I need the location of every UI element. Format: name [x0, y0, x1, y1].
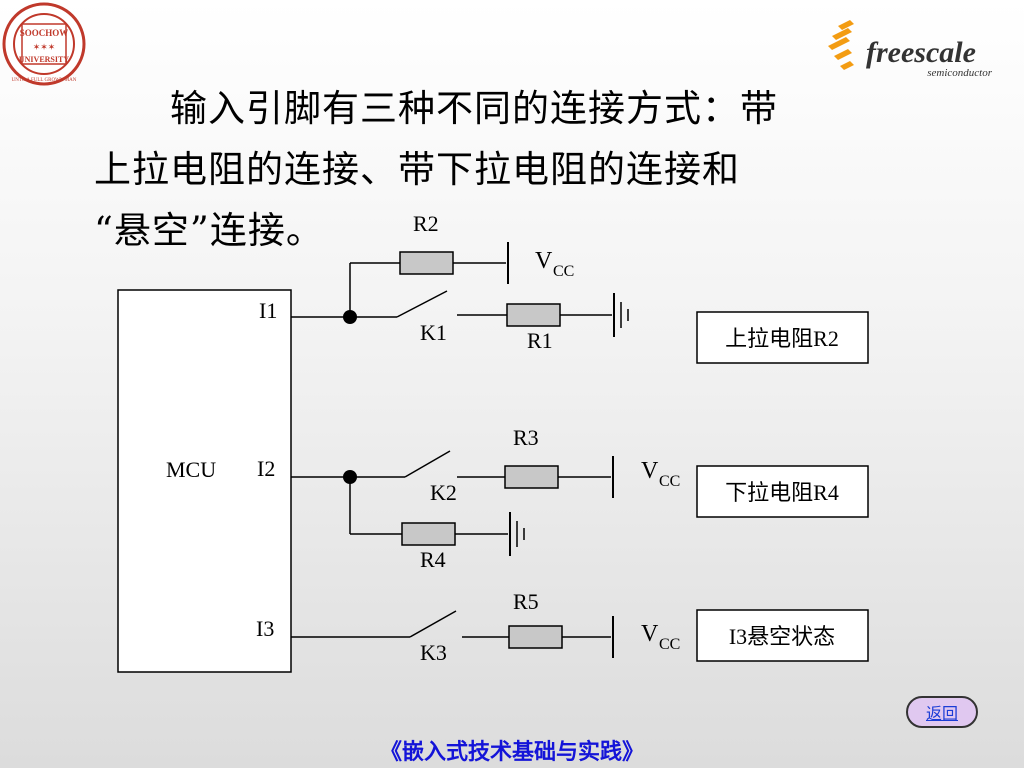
svg-text:V: V [535, 248, 553, 274]
ground-symbol-2 [509, 512, 525, 556]
switch-k3 [409, 610, 457, 638]
r4-label: R4 [420, 547, 446, 572]
seal-text-top: SOOCHOW [20, 28, 69, 38]
mcu-box [117, 289, 292, 673]
floating-label-box [696, 609, 869, 662]
mcu-label: MCU [166, 457, 216, 482]
r5-label: R5 [513, 589, 539, 614]
freescale-chevrons-icon [828, 20, 854, 70]
switch-k1 [396, 290, 448, 318]
r3-label: R3 [513, 425, 539, 450]
junction-dot-i2 [343, 470, 357, 484]
k2-label: K2 [430, 480, 457, 505]
svg-text:✶✶✶: ✶✶✶ [33, 42, 56, 52]
vcc-label-1: V CC [535, 248, 574, 280]
pulldown-label-box [696, 465, 869, 518]
pullup-label: 上拉电阻R2 [725, 326, 839, 351]
title-line-3: “悬空”连接。 [94, 209, 324, 252]
resistor-r2 [399, 251, 454, 275]
pullup-label-box [696, 311, 869, 364]
pin-i3-label: I3 [256, 616, 274, 641]
pin-i2-label: I2 [257, 456, 275, 481]
pin-i1-label: I1 [259, 298, 277, 323]
vcc-label-2: V CC [641, 458, 680, 490]
back-button[interactable]: 返回 [906, 696, 978, 728]
switch-k2 [404, 450, 451, 478]
r2-label: R2 [413, 211, 439, 236]
ground-symbol-1 [613, 293, 629, 337]
svg-text:CC: CC [659, 473, 680, 490]
title-line-2: 上拉电阻的连接、带下拉电阻的连接和 [94, 148, 740, 191]
resistor-r1 [506, 303, 561, 327]
r1-label: R1 [527, 328, 553, 353]
pulldown-label: 下拉电阻R4 [725, 480, 839, 505]
resistor-r3 [504, 465, 559, 489]
page-title: 输入引脚有三种不同的连接方式：带 上拉电阻的连接、带下拉电阻的连接和 “悬空”连… [94, 78, 934, 261]
svg-text:CC: CC [659, 636, 680, 653]
svg-text:CC: CC [553, 263, 574, 280]
seal-text-ring: UNTO A FULL GROWN MAN [12, 78, 77, 83]
seal-text-mid: UNIVERSITY [19, 55, 69, 64]
resistor-r4 [401, 522, 456, 546]
brand-subtext: semiconductor [927, 67, 992, 79]
soochow-university-seal-icon: SOOCHOW ✶✶✶ UNIVERSITY UNTO A FULL GROWN… [2, 2, 86, 86]
footer-book-title: 《嵌入式技术基础与实践》 [379, 740, 644, 765]
svg-text:V: V [641, 621, 659, 647]
brand-text: freescale [866, 36, 976, 69]
k1-label: K1 [420, 320, 447, 345]
freescale-logo: freescale semiconductor [828, 20, 993, 79]
junction-dot-i1 [343, 310, 357, 324]
floating-label: I3悬空状态 [729, 624, 835, 649]
svg-text:V: V [641, 458, 659, 484]
title-line-1: 输入引脚有三种不同的连接方式：带 [94, 87, 778, 130]
vcc-label-3: V CC [641, 621, 680, 653]
resistor-r5 [508, 625, 563, 649]
k3-label: K3 [420, 640, 447, 665]
